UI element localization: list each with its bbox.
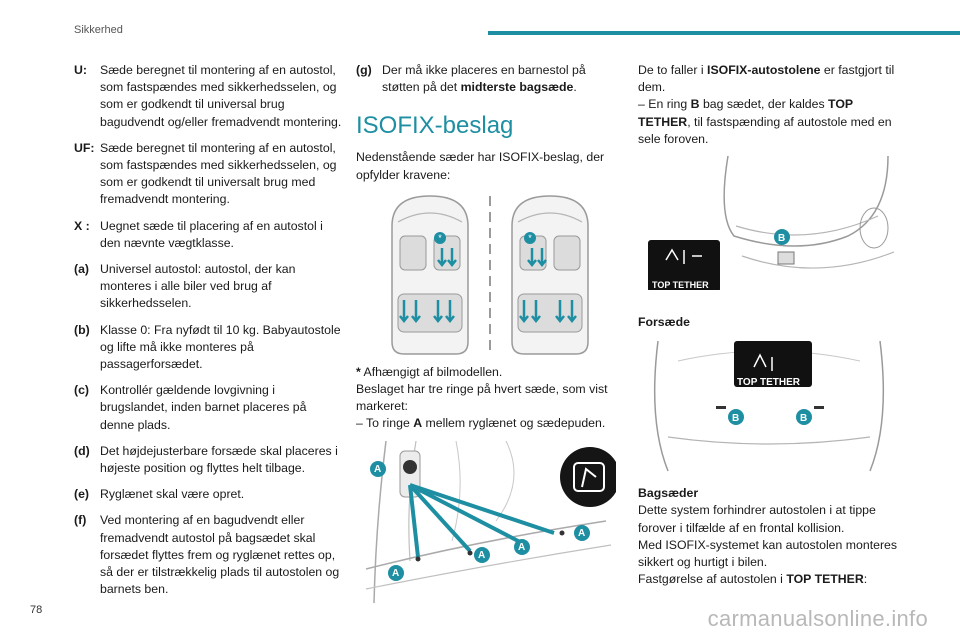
column-3: De to faller i ISOFIX-autostolene er fas… [638, 62, 900, 588]
definition-g: (g) Der må ikke placeres en barnestol på… [356, 62, 616, 96]
rear-text-1: Dette system forhindrer autostolen i at … [638, 503, 876, 535]
callout-a-4: A [518, 541, 526, 553]
footnote: * Afhængigt af bilmodellen. [356, 364, 503, 379]
rear-text-3: Fastgørelse af autostolen i TOP TETHER: [638, 572, 868, 587]
front-seat-label: Forsæde [638, 315, 690, 330]
watermark: carmanualsonline.info [707, 606, 928, 631]
section-heading: ISOFIX-beslag [356, 112, 514, 140]
intro-text: Nedenstående sæder har ISOFIX-beslag, de… [356, 150, 605, 182]
definition-text: Uegnet sæde til placering af en autostol… [100, 218, 323, 250]
definition-text: Klasse 0: Fra nyfødt til 10 kg. Babyauto… [100, 322, 341, 372]
rings-text: Beslaget har tre ringe på hvert sæde, so… [356, 382, 608, 414]
definition-key: (e) [74, 487, 90, 502]
definition-key: (b) [74, 322, 90, 337]
definition-item: (a) Universel autostol: autostol, der kan… [74, 261, 342, 313]
callout-a-5: A [578, 527, 586, 539]
column-1: U: Sæde beregnet til montering af en auto… [74, 62, 342, 607]
definition-item: X : Uegnet sæde til placering af en autos… [74, 218, 342, 252]
definition-key: U: [74, 63, 87, 77]
definition-text: Universel autostol: autostol, der kan mo… [100, 262, 296, 311]
definition-key: UF: [74, 140, 95, 155]
callout-b-rear-left: B [732, 413, 740, 425]
callout-a-1: A [374, 463, 382, 475]
car-outline-right [511, 195, 589, 355]
header-accent-bar [488, 31, 960, 35]
paragraph-ring-b: – En ring B bag sædet, der kaldes TOP TE… [638, 97, 892, 146]
definition-key: (a) [74, 262, 90, 277]
definition-text: Der må ikke placeres en barnestol på stø… [382, 63, 586, 95]
top-tether-badge-front: TOP TETHER [652, 280, 709, 291]
section-title: Sikkerhed [74, 24, 123, 36]
definition-item: (e) Ryglænet skal være opret. [74, 486, 342, 503]
page-number: 78 [30, 604, 43, 616]
callout-b-rear-right: B [800, 413, 808, 425]
front-seat-illustration: B TOP TETHER [648, 156, 896, 291]
definition-item: (b) Klasse 0: Fra nyfødt til 10 kg. Babya… [74, 322, 342, 374]
top-tether-badge-rear: TOP TETHER [737, 377, 800, 389]
rings-item: – To ringe A mellem ryglænet og sædepude… [356, 416, 606, 431]
definition-key: (d) [74, 443, 90, 458]
definition-text: Ryglænet skal være opret. [100, 487, 245, 502]
definition-key: (c) [74, 383, 90, 398]
rear-seat-illustration: TOP TETHER B B [638, 341, 900, 479]
rear-text-2: Med ISOFIX-systemet kan autostolen monte… [638, 537, 898, 570]
definition-text: Det højdejusterbare forsæde skal placere… [100, 443, 338, 476]
definition-key: (g) [356, 63, 372, 77]
definition-item: (f) Ved montering af en bagudvendt eller … [74, 512, 342, 598]
column-2: (g) Der må ikke placeres en barnestol på… [356, 62, 616, 603]
isofix-rings-photo: A A A A A [356, 440, 616, 603]
svg-text:*: * [528, 233, 532, 243]
definition-key: (f) [74, 513, 87, 528]
svg-text:*: * [438, 233, 442, 243]
callout-b-front: B [778, 233, 786, 245]
definition-text: Sæde beregnet til montering af en autost… [100, 63, 342, 129]
definition-item: (c) Kontrollér gældende lovgivning i brug… [74, 382, 342, 434]
isofix-seat-diagram: * * [382, 192, 616, 358]
callout-a-3: A [478, 549, 486, 561]
definition-text: Sæde beregnet til montering af en autost… [100, 140, 337, 207]
definition-item: UF: Sæde beregnet til montering af en aut… [74, 140, 342, 209]
callout-a-2: A [392, 567, 400, 579]
definition-key: X : [74, 218, 90, 233]
definition-item: U: Sæde beregnet til montering af en auto… [74, 62, 342, 131]
definition-text: Kontrollér gældende lovgivning i brugsla… [100, 383, 307, 432]
definition-text: Ved montering af en bagudvendt eller fre… [100, 513, 340, 597]
paragraph-fallers: De to faller i ISOFIX-autostolene er fas… [638, 63, 895, 95]
rear-seats-label: Bagsæder [638, 486, 699, 501]
car-outline-left [391, 195, 469, 355]
definition-item: (d) Det højdejusterbare forsæde skal plac… [74, 443, 342, 477]
